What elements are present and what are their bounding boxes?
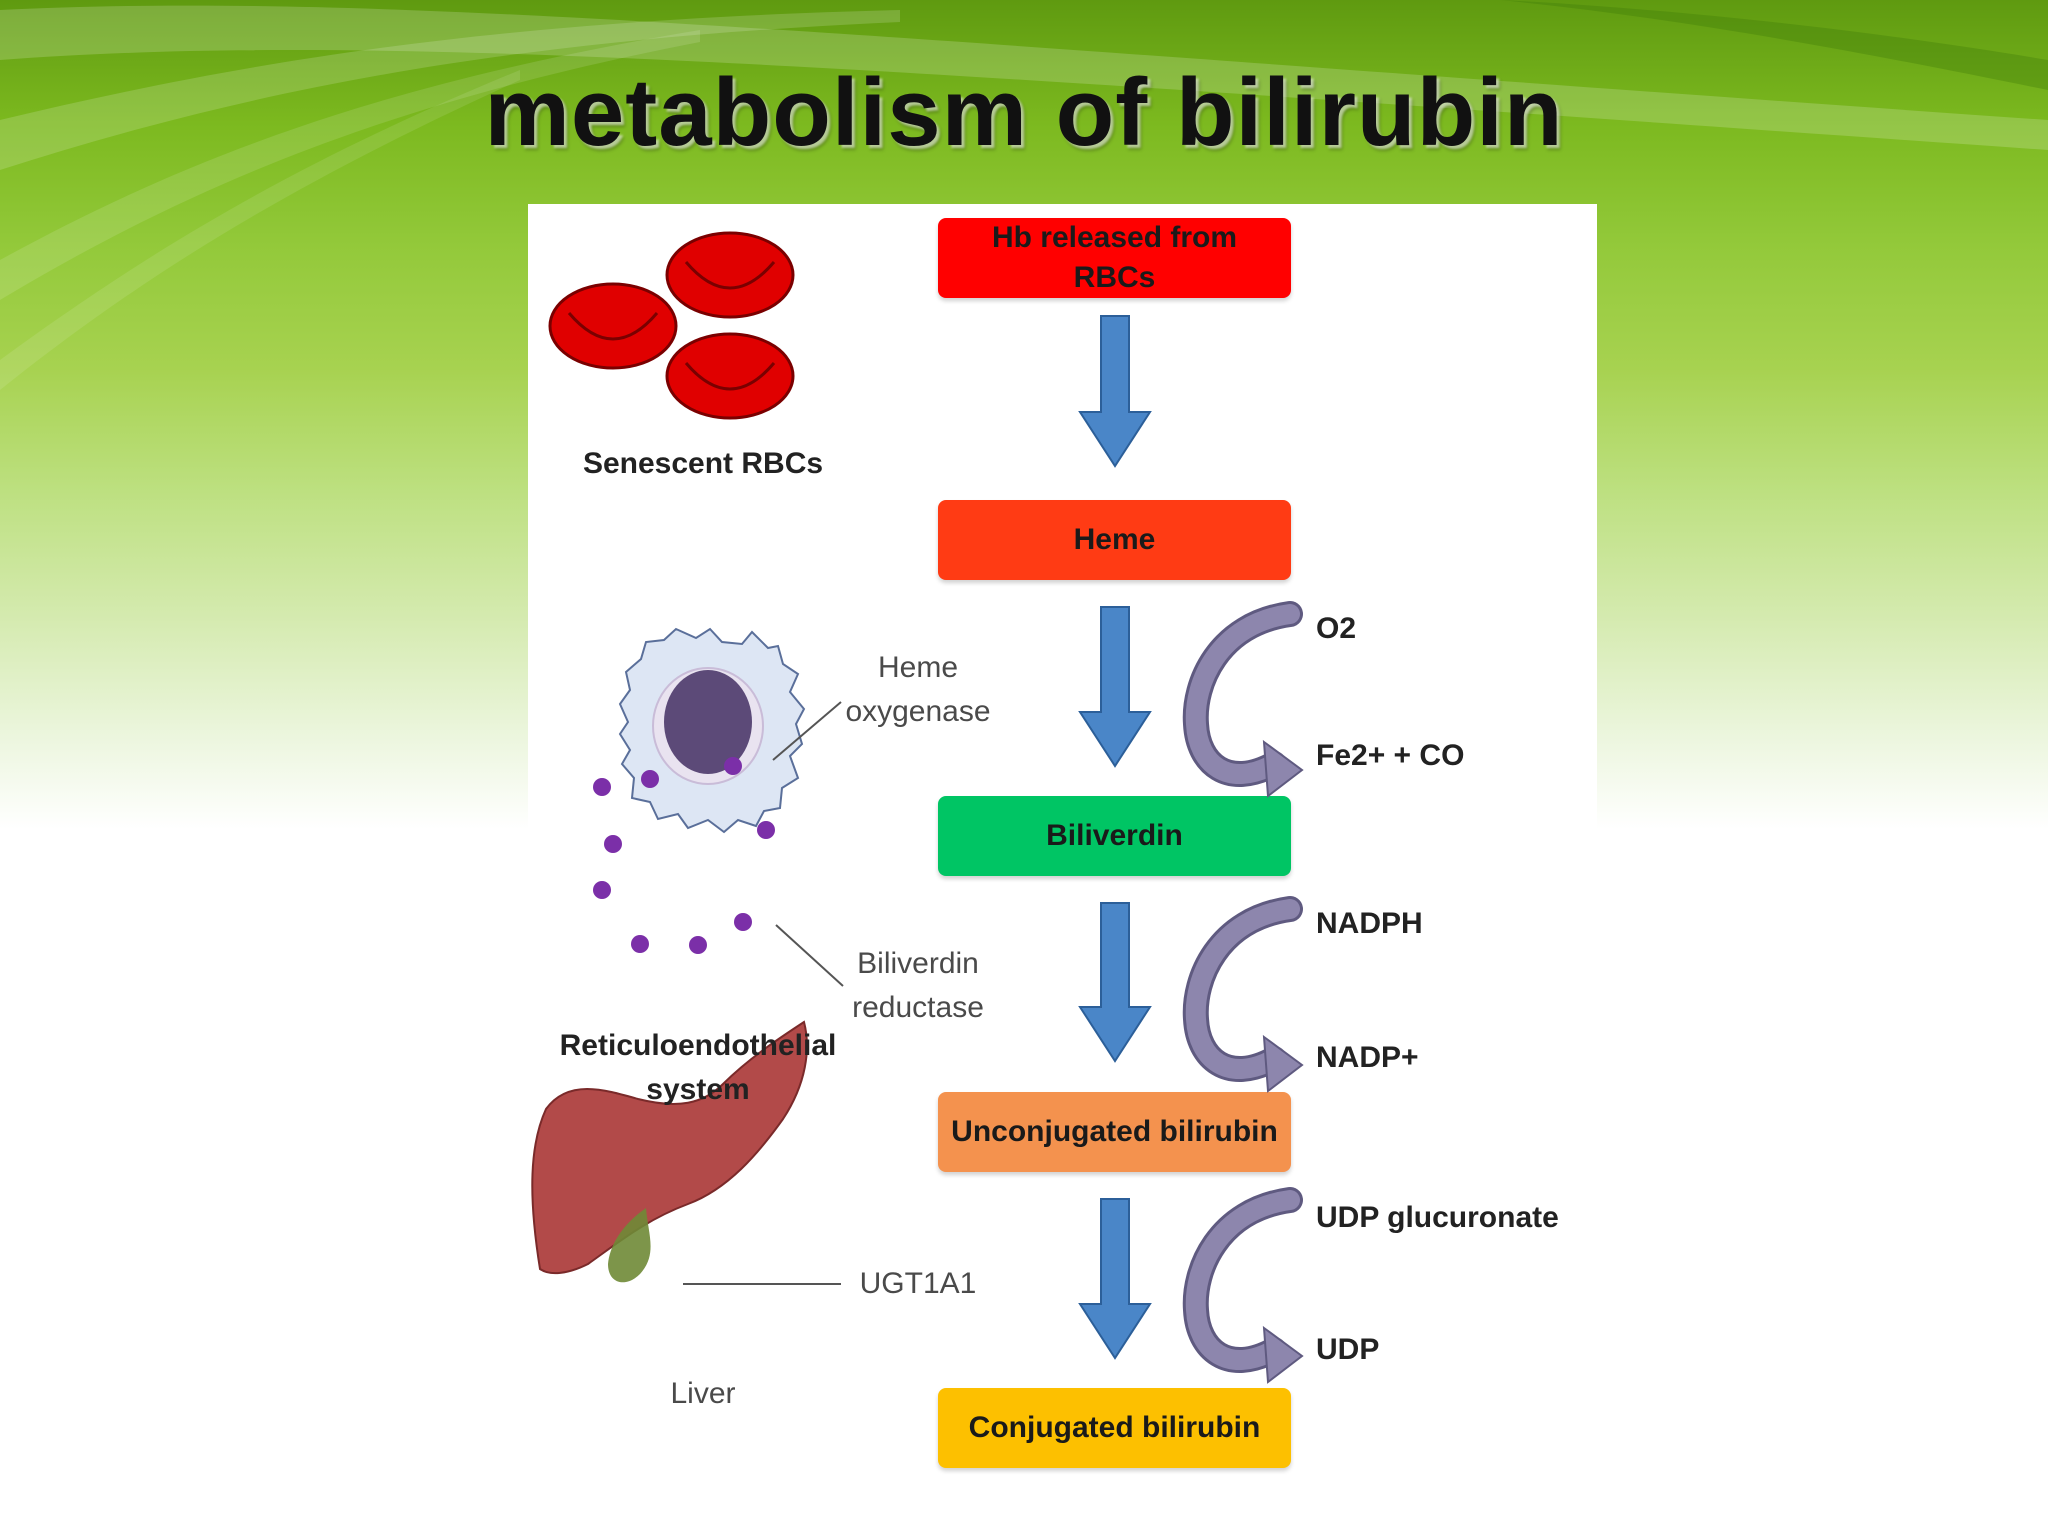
liver-illustration (531, 1020, 808, 1283)
diagram-graphics (531, 231, 844, 1285)
granule (593, 778, 611, 796)
reaction-input-nadph: NADPH (1316, 907, 1423, 940)
liver-label: Liver (670, 1377, 736, 1410)
rbc-cell (548, 282, 678, 370)
reticuloendothelial-system-label: Reticuloendothelial system (559, 1029, 837, 1106)
curved-reaction-arrow-icon (1182, 601, 1304, 798)
granule (604, 835, 622, 853)
stage-unconjugated-bilirubin: Unconjugated bilirubin (938, 1092, 1291, 1172)
flow-arrows (1078, 315, 1304, 1384)
granule (689, 936, 707, 954)
reaction-output-nadp: NADP+ (1316, 1041, 1419, 1074)
enzyme-heme-oxygenase: Heme oxygenase (845, 651, 991, 728)
slide-title: metabolism of bilirubin (484, 59, 1564, 166)
stage-hb-released: Hb released from RBCs (938, 218, 1291, 298)
stage-heme: Heme (938, 500, 1291, 580)
stage-conjugated-bilirubin-label: Conjugated bilirubin (968, 1411, 1261, 1444)
leader-heme-oxygenase (772, 701, 842, 761)
stage-biliverdin: Biliverdin (938, 796, 1291, 876)
granule (641, 770, 659, 788)
rbc-cell (665, 231, 795, 319)
curved-reaction-arrow-icon (1182, 1187, 1304, 1384)
enzyme-ugt1a1: UGT1A1 (859, 1267, 977, 1300)
leader-biliverdin-reductase (775, 924, 844, 987)
bilirubin-diagram: Hb released from RBCs Heme Biliverdin Un… (528, 204, 1597, 1494)
stage-heme-label: Heme (1073, 523, 1156, 556)
reaction-input-udp-glucuronate: UDP glucuronate (1316, 1201, 1559, 1234)
granule (631, 935, 649, 953)
granule (734, 913, 752, 931)
reaction-input-o2: O2 (1316, 612, 1357, 645)
stage-biliverdin-label: Biliverdin (1046, 819, 1183, 852)
granule (593, 881, 611, 899)
red-blood-cells-illustration (548, 231, 795, 420)
reaction-output-udp: UDP (1316, 1333, 1380, 1366)
enzyme-biliverdin-reductase: Biliverdin reductase (852, 947, 984, 1024)
stage-unconjugated-bilirubin-label: Unconjugated bilirubin (951, 1115, 1278, 1148)
stage-conjugated-bilirubin: Conjugated bilirubin (938, 1388, 1291, 1468)
stage-hb-released-label: Hb released from RBCs (991, 221, 1238, 294)
reticuloendothelial-cell-illustration (593, 627, 806, 954)
senescent-rbcs-label: Senescent RBCs (582, 447, 824, 480)
down-arrow-icon (1078, 315, 1152, 468)
rbc-cell (665, 332, 795, 420)
curved-reaction-arrow-icon (1182, 896, 1304, 1093)
granule (757, 821, 775, 839)
down-arrow-icon (1078, 606, 1152, 768)
down-arrow-icon (1078, 1198, 1152, 1360)
granule (724, 757, 742, 775)
down-arrow-icon (1078, 902, 1152, 1063)
reaction-output-fe-co: Fe2+ + CO (1316, 739, 1465, 772)
